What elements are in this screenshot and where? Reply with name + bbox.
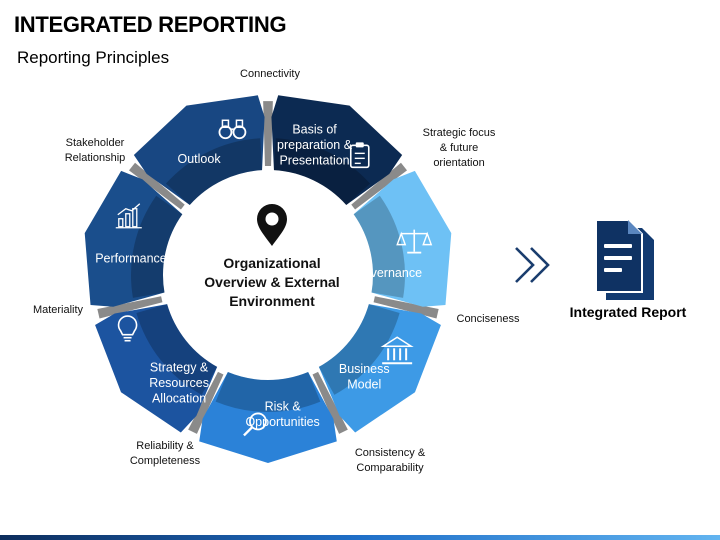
bar-chart-icon: [115, 203, 142, 229]
principle-strategic-focus-2: & future: [440, 142, 479, 154]
segment-shape-outlook[interactable]: [133, 95, 265, 205]
center-line-2: Overview & External: [204, 274, 339, 290]
segment-connectors: [97, 101, 439, 434]
segment-performance[interactable]: Performance: [84, 170, 183, 307]
principle-reliability-2: Completeness: [130, 455, 201, 467]
segment-label-basis: Basis of: [292, 123, 337, 137]
principle-conciseness: Conciseness: [457, 313, 520, 325]
segment-label-risk: Risk &: [265, 399, 302, 413]
principle-reliability-1: Reliability &: [136, 440, 194, 452]
segment-label-basis: Presentation: [279, 154, 349, 168]
segment-shape-risk[interactable]: [199, 372, 337, 463]
connector-plate: [128, 162, 185, 210]
center-line-1: Organizational: [223, 255, 320, 271]
principle-materiality: Materiality: [33, 304, 84, 316]
segment-shape-basis[interactable]: [271, 95, 403, 205]
double-chevron-right-icon: [515, 247, 550, 283]
bottom-accent-bar: [0, 535, 720, 540]
scales-icon: [396, 229, 433, 254]
principle-strategic-focus-3: orientation: [433, 157, 484, 169]
segment-label-performance: Performance: [95, 252, 167, 266]
connector-plate: [312, 371, 348, 434]
center-circle: [189, 196, 347, 354]
principle-consistency-1: Consistency &: [355, 447, 426, 459]
segment-shading: [318, 304, 400, 395]
segment-shape-strategy[interactable]: [95, 304, 218, 433]
segment-label-strategy: Strategy &: [150, 361, 209, 375]
principle-stakeholder-1: Stakeholder: [66, 137, 125, 149]
center-line-3: Environment: [229, 293, 315, 309]
segment-shading: [353, 195, 405, 298]
connector-plate: [97, 296, 163, 319]
segment-label-outlook: Outlook: [178, 152, 222, 166]
lightbulb-icon: [117, 315, 138, 342]
segment-risk[interactable]: Risk & Opportunities: [199, 372, 337, 463]
segment-label-business-model: Business: [339, 362, 390, 376]
segment-governance[interactable]: Governance: [353, 170, 452, 307]
connector-plate: [188, 371, 224, 434]
segment-label-risk: Opportunities: [245, 415, 319, 429]
segment-shading: [215, 372, 321, 413]
connector-plate: [263, 101, 273, 167]
segment-shape-business-model[interactable]: [318, 304, 441, 433]
segment-shading: [273, 138, 371, 205]
principle-consistency-2: Comparability: [356, 462, 424, 474]
connector-plate: [351, 162, 408, 210]
page-title: INTEGRATED REPORTING: [14, 12, 287, 37]
segment-label-business-model: Model: [347, 377, 381, 391]
segment-label-governance: Governance: [354, 266, 422, 280]
principle-stakeholder-2: Relationship: [65, 152, 126, 164]
segment-shading: [136, 304, 218, 395]
segment-label-strategy: Resources: [149, 376, 209, 390]
segment-label-strategy: Allocation: [152, 392, 206, 406]
magnifier-icon: [243, 412, 267, 437]
connector-plate: [373, 296, 439, 319]
segment-shading: [165, 138, 263, 205]
location-pin-icon: [257, 204, 287, 246]
segment-label-basis: preparation &: [277, 138, 353, 152]
clipboard-icon: [349, 142, 370, 169]
principle-connectivity: Connectivity: [240, 68, 300, 80]
page-subtitle: Reporting Principles: [17, 48, 170, 67]
building-icon: [380, 336, 414, 365]
integrated-report-label: Integrated Report: [569, 304, 687, 320]
document-icon: [595, 219, 654, 300]
segment-shape-performance[interactable]: [84, 170, 183, 307]
binoculars-icon: [218, 119, 247, 140]
principle-strategic-focus-1: Strategic focus: [423, 127, 496, 139]
segment-shading: [130, 195, 183, 298]
center-core: Organizational Overview & External Envir…: [189, 196, 347, 354]
segment-outlook[interactable]: Outlook: [133, 95, 265, 205]
principle-labels: Connectivity Strategic focus & future or…: [33, 68, 520, 474]
